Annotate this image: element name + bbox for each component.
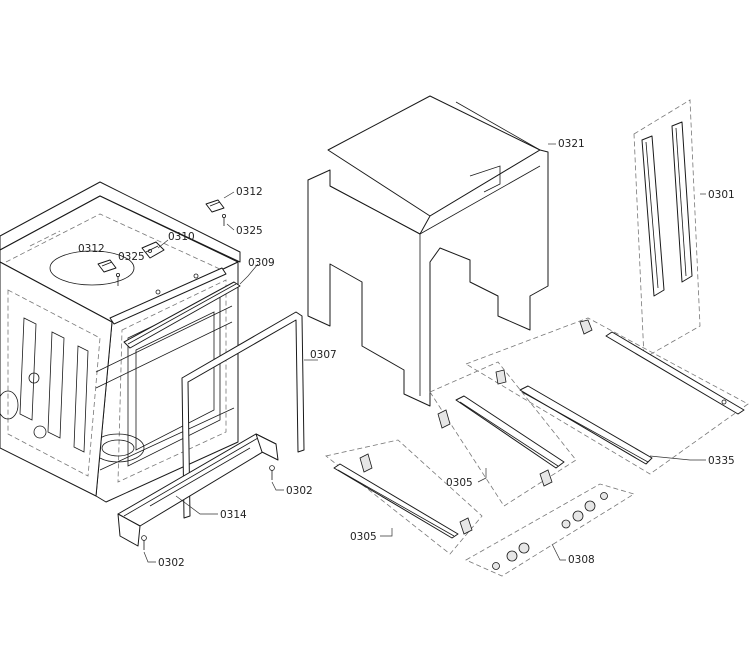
- insulation-0321-part: [307, 95, 556, 407]
- side-rails-0301-part: [633, 99, 706, 359]
- rail-0305-mid-part: [429, 361, 577, 507]
- callout-0325-left: 0325: [118, 251, 145, 263]
- callout-0307: 0307: [310, 349, 337, 361]
- callout-0308: 0308: [568, 554, 595, 566]
- callout-0302-right: 0302: [286, 485, 313, 497]
- strip-0309-part: [123, 263, 259, 349]
- callout-0314: 0314: [220, 509, 247, 521]
- callout-0335: 0335: [708, 455, 735, 467]
- rail-0335-part: [465, 317, 749, 475]
- tub-assembly: [0, 181, 241, 503]
- callout-0305-low: 0305: [350, 531, 377, 543]
- callout-0301: 0301: [708, 189, 735, 201]
- bracket-0310-part: [141, 239, 169, 259]
- door-seal-0307-part: [181, 311, 318, 519]
- base-strip-0314-part: [117, 433, 279, 547]
- screw-0302-bottom-part: [141, 535, 156, 563]
- callout-0325-top: 0325: [236, 225, 263, 237]
- hardware-0308-part: [465, 483, 635, 577]
- callout-0302-bottom: 0302: [158, 557, 185, 569]
- rail-0305-low-part: [325, 439, 483, 555]
- callout-0305-mid: 0305: [446, 477, 473, 489]
- callout-0312-top: 0312: [236, 186, 263, 198]
- clip-0312-top-part: [205, 191, 235, 231]
- callout-0310: 0310: [168, 231, 195, 243]
- clip-0312-left-part: [97, 259, 121, 286]
- callout-0312-left: 0312: [78, 243, 105, 255]
- callout-0321: 0321: [558, 138, 585, 150]
- screw-0302-right-part: [269, 465, 284, 491]
- callout-0309: 0309: [248, 257, 275, 269]
